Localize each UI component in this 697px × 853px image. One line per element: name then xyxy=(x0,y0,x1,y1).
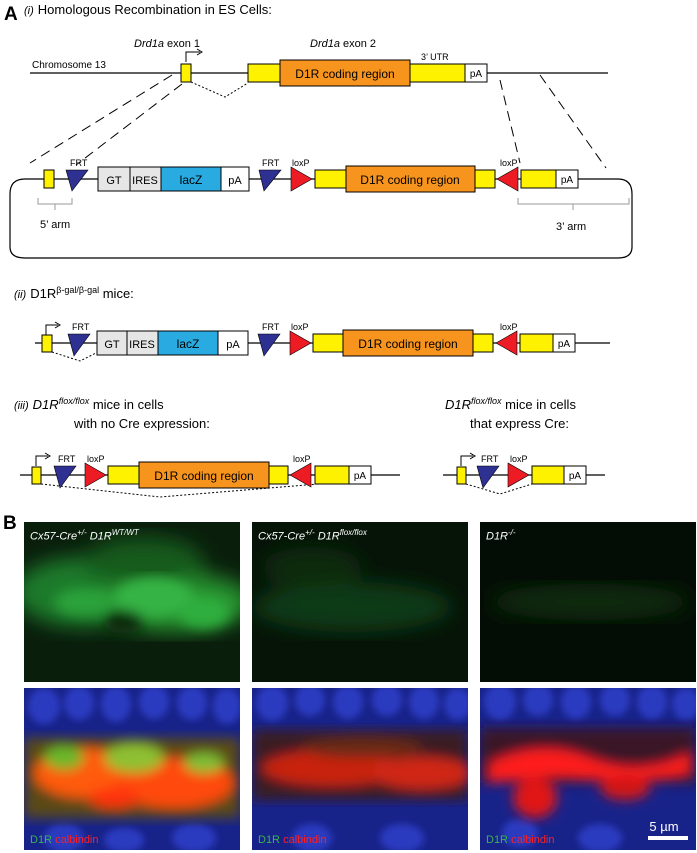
svg-text:pA: pA xyxy=(561,175,574,186)
svg-text:FRT: FRT xyxy=(481,454,499,464)
micrograph-wt-merge: D1R calbindin xyxy=(24,688,240,850)
scale-bar-label: 5 µm xyxy=(649,819,679,834)
svg-text:pA: pA xyxy=(569,471,582,482)
arm5-label: 5’ arm xyxy=(40,219,70,231)
col2-genotype-label: Cx57-Cre+/- D1Rflox/flox xyxy=(258,528,367,543)
exon2-label: Drd1a exon 2 xyxy=(310,38,376,50)
svg-text:IRES: IRES xyxy=(132,175,158,187)
panel-a-letter: A xyxy=(4,4,18,25)
frt-label-1: FRT xyxy=(70,158,88,168)
svg-text:loxP: loxP xyxy=(291,322,309,332)
svg-text:D1R coding region: D1R coding region xyxy=(360,173,459,187)
svg-text:loxP: loxP xyxy=(292,158,310,168)
promoter-arrow-icon xyxy=(185,51,200,62)
micrograph-flox-d1r: Cx57-Cre+/- D1Rflox/flox xyxy=(252,522,468,682)
svg-text:loxP: loxP xyxy=(500,322,518,332)
frt-triangle-1 xyxy=(65,169,89,192)
micrograph-ko-merge: D1R calbindin 5 µm xyxy=(480,688,696,850)
svg-text:pA: pA xyxy=(228,175,242,187)
svg-text:lacZ: lacZ xyxy=(180,173,203,187)
stain-d1r-label: D1R xyxy=(30,834,53,846)
svg-text:pA: pA xyxy=(226,339,240,351)
section-iii-line2: with no Cre expression: xyxy=(73,416,210,431)
loxp-triangle-2 xyxy=(496,166,519,192)
pa-box-2 xyxy=(220,166,250,192)
frt-triangle-2 xyxy=(258,169,282,192)
chromosome-label: Chromosome 13 xyxy=(32,60,106,71)
micrograph-ko-d1r: D1R-/- xyxy=(480,522,696,682)
section-i-title: (i) Homologous Recombination in ES Cells: xyxy=(24,2,272,17)
svg-text:IRES: IRES xyxy=(129,339,155,351)
col1-genotype-label: Cx57-Cre+/- D1RWT/WT xyxy=(30,528,139,543)
section-iv-line1: D1Rflox/flox mice in cells xyxy=(445,396,576,412)
svg-text:loxP: loxP xyxy=(500,158,518,168)
section-iv-line2: that express Cre: xyxy=(470,416,569,431)
coding-region-label-1: D1R coding region xyxy=(295,67,394,81)
svg-text:FRT: FRT xyxy=(262,322,280,332)
svg-text:pA: pA xyxy=(558,339,571,350)
section-iii-line1: (iii)D1Rflox/flox mice in cells xyxy=(14,396,164,412)
pa-label-1: pA xyxy=(470,69,483,80)
svg-text:loxP: loxP xyxy=(510,454,528,464)
section-ii-title: (ii)D1Rβ-gal/β-gal mice: xyxy=(14,285,134,301)
exon1-box xyxy=(180,63,192,83)
gt-box-1 xyxy=(97,166,131,192)
micrograph-wt-d1r: Cx57-Cre+/- D1RWT/WT xyxy=(24,522,240,682)
panel-b-letter: B xyxy=(3,513,17,534)
exon1-label: Drd1a exon 1 xyxy=(134,38,200,50)
coding-region-box-2 xyxy=(345,165,476,193)
micrograph-flox-merge: D1R calbindin xyxy=(252,688,468,850)
section-i-prefix: (i) xyxy=(24,5,34,17)
svg-text:FRT: FRT xyxy=(72,322,90,332)
utr-label: 3’ UTR xyxy=(421,52,449,62)
svg-text:lacZ: lacZ xyxy=(177,337,200,351)
svg-text:FRT: FRT xyxy=(58,454,76,464)
stain-calbindin-label: calbindin xyxy=(55,834,99,846)
svg-text:GT: GT xyxy=(106,175,122,187)
loxp-triangle-1 xyxy=(290,166,313,192)
promoter-arrow-icon-2 xyxy=(45,324,58,335)
coding-region-box-1 xyxy=(279,59,411,87)
section-i-text: Homologous Recombination in ES Cells: xyxy=(38,2,272,17)
svg-text:D1R coding region: D1R coding region xyxy=(154,469,253,483)
svg-text:loxP: loxP xyxy=(87,454,105,464)
svg-text:pA: pA xyxy=(354,471,367,482)
arm3-label: 3’ arm xyxy=(556,221,586,233)
scale-bar xyxy=(648,836,688,840)
svg-text:GT: GT xyxy=(104,339,120,351)
col3-genotype-label: D1R-/- xyxy=(486,528,516,543)
svg-text:loxP: loxP xyxy=(293,454,311,464)
svg-text:FRT: FRT xyxy=(262,158,280,168)
panel-a-diagram: A (i) Homologous Recombination in ES Cell… xyxy=(4,2,633,498)
svg-text:D1R coding region: D1R coding region xyxy=(358,337,457,351)
pa-box-1 xyxy=(464,63,488,83)
